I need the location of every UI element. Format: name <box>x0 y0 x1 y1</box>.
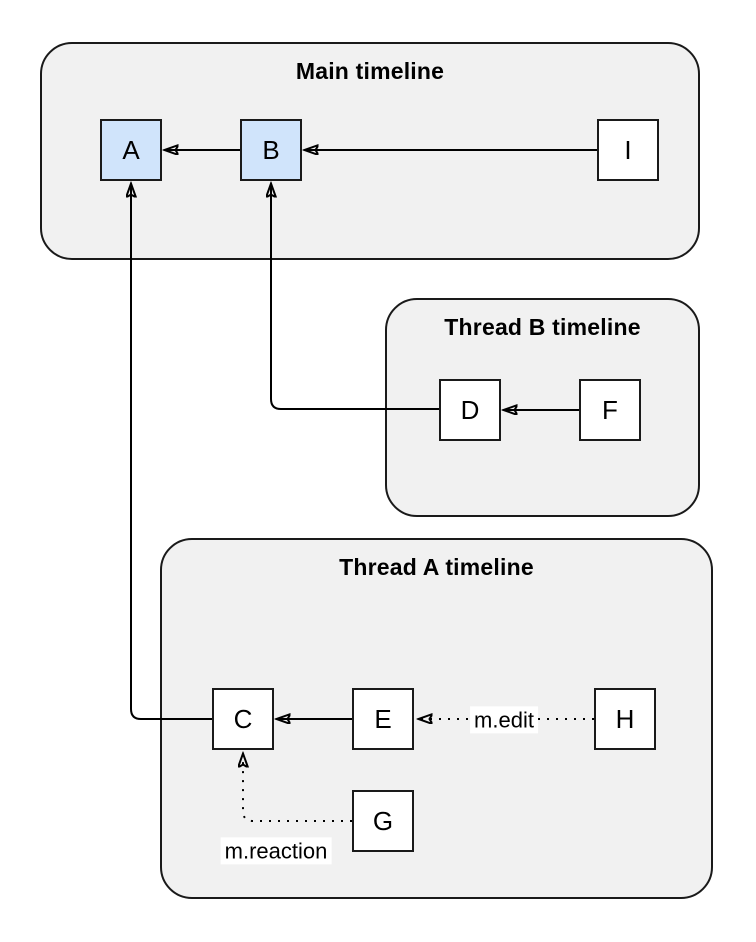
node-g-label: G <box>372 805 394 836</box>
node-e-label: E <box>374 703 392 734</box>
node-e: E <box>352 688 414 750</box>
container-title-thread-a: Thread A timeline <box>339 554 534 580</box>
node-h: H <box>594 688 656 750</box>
container-title-thread-b: Thread B timeline <box>444 314 641 340</box>
node-i-label: I <box>624 134 632 165</box>
edge-label-m-reaction: m.reaction <box>220 837 332 865</box>
node-b-label: B <box>262 134 280 165</box>
node-c: C <box>212 688 274 750</box>
node-b: B <box>240 119 302 181</box>
node-a-label: A <box>122 134 140 165</box>
edge-label-m-edit: m.edit <box>470 706 538 734</box>
node-a: A <box>100 119 162 181</box>
node-h-label: H <box>615 703 635 734</box>
node-f-label: F <box>602 394 618 425</box>
node-g: G <box>352 790 414 852</box>
container-title-main: Main timeline <box>295 58 445 84</box>
container-thread-b-timeline: Thread B timeline <box>385 298 700 517</box>
node-f: F <box>579 379 641 441</box>
node-c-label: C <box>233 703 253 734</box>
node-d: D <box>439 379 501 441</box>
node-i: I <box>597 119 659 181</box>
node-d-label: D <box>460 394 480 425</box>
